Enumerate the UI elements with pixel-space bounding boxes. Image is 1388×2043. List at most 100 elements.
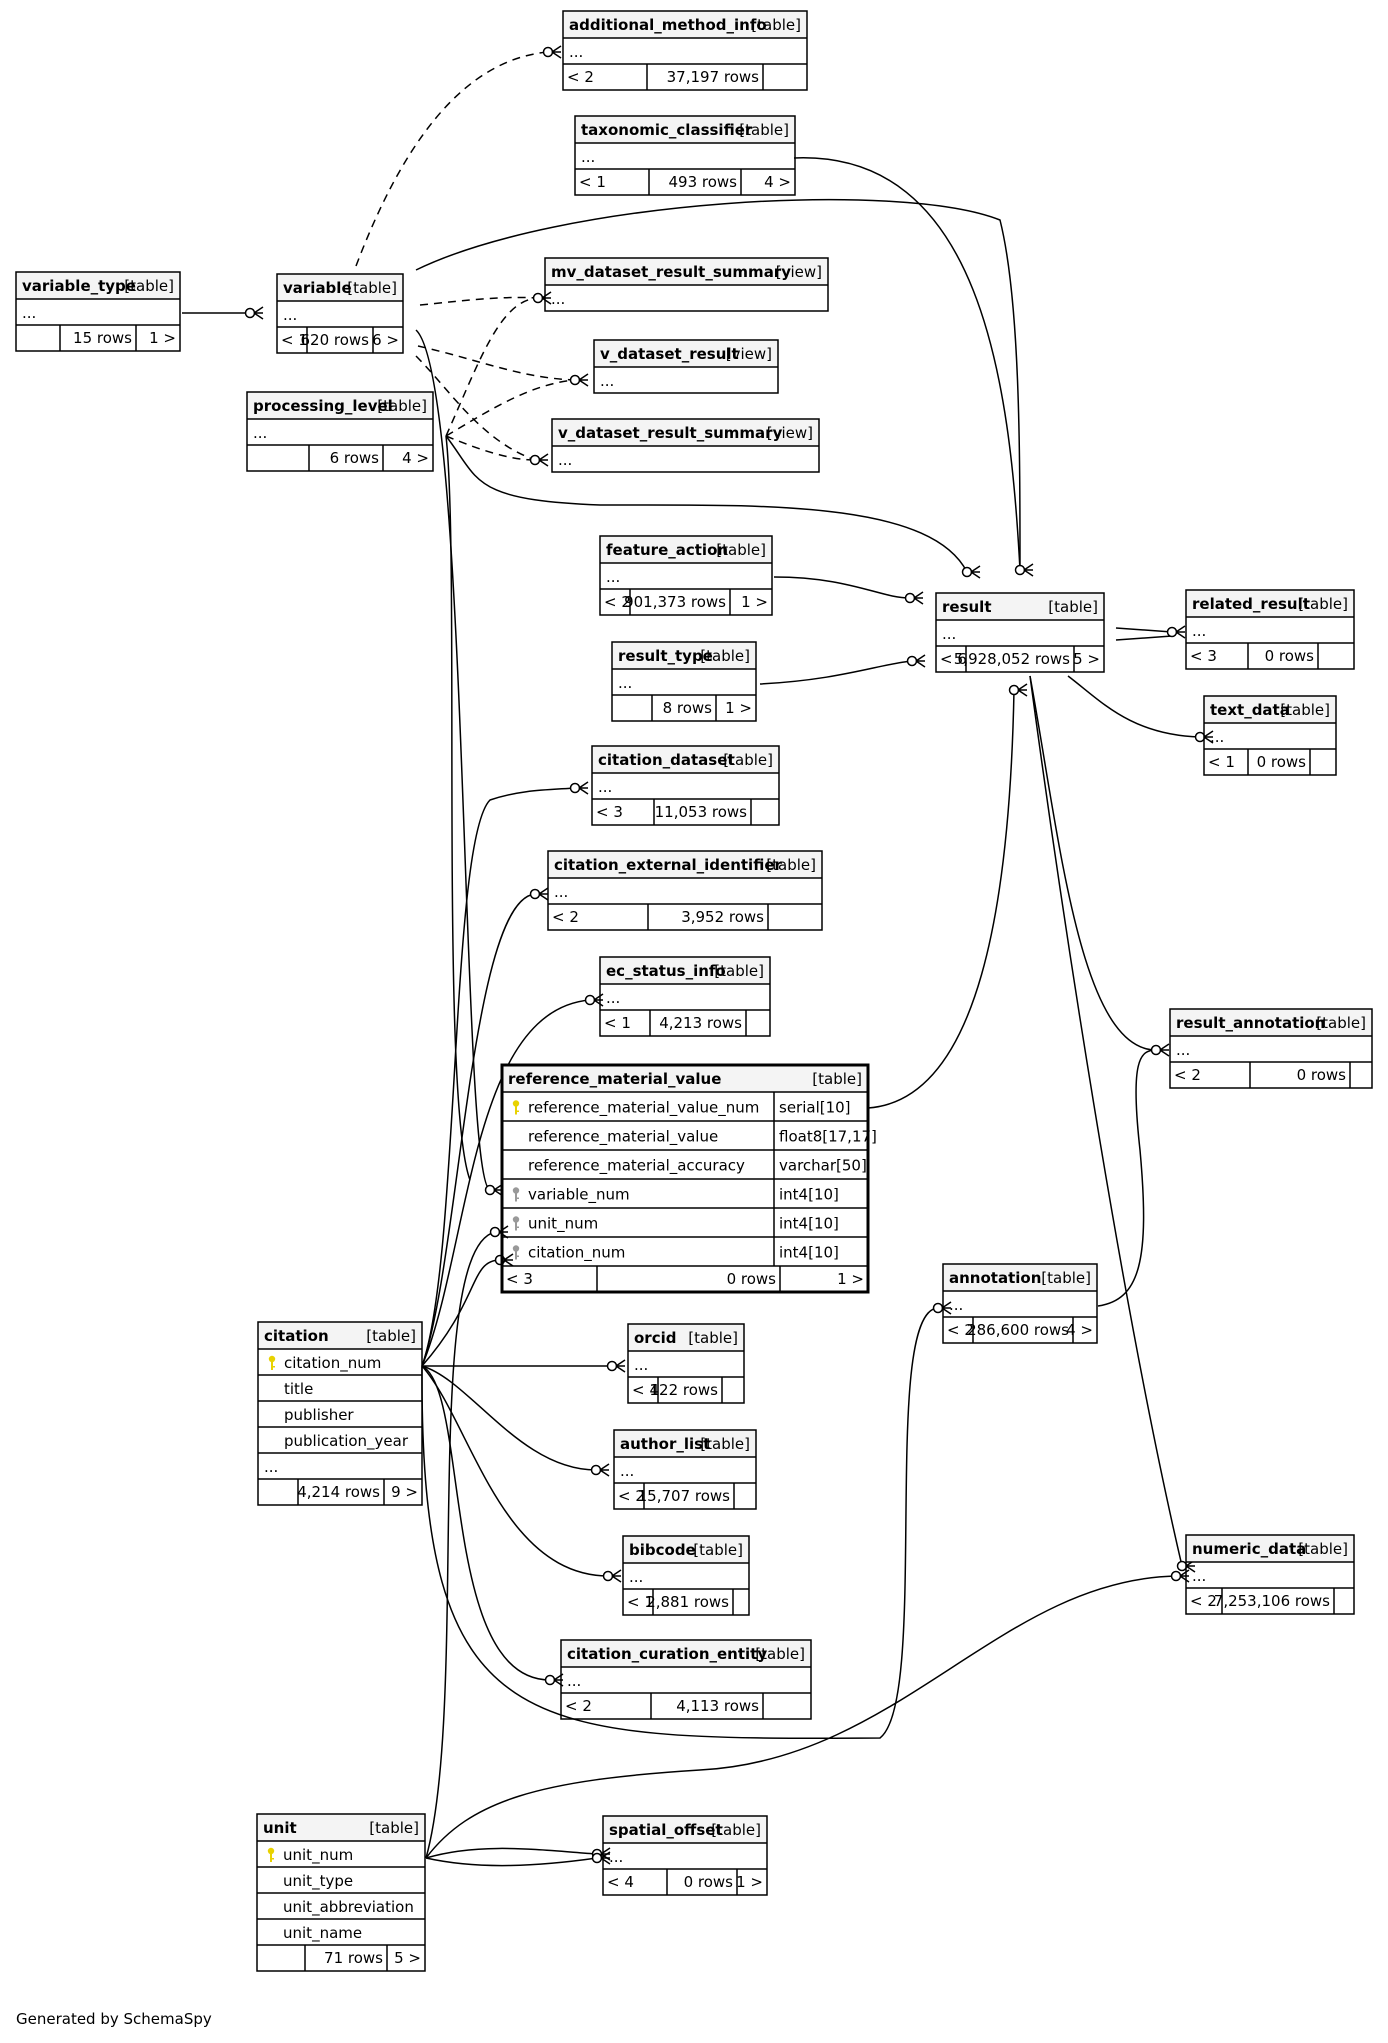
column-ellipsis: ... — [581, 148, 595, 166]
table-kind-label: [table] — [377, 397, 427, 415]
parents-count[interactable]: < 6 — [940, 650, 967, 668]
edge-unit-spatial-offset-1 — [425, 1847, 598, 1859]
primary-key-icon — [512, 1100, 520, 1115]
children-count[interactable]: 4 > — [1066, 1321, 1093, 1339]
table-name: v_dataset_result — [600, 345, 739, 363]
table-kind-label: [table] — [369, 1819, 419, 1837]
parents-count[interactable]: < 2 — [567, 68, 594, 86]
column-ellipsis: ... — [558, 451, 572, 469]
table-citation[interactable]: citation[table]citation_numtitlepublishe… — [257, 1321, 423, 1506]
edge-end-marker — [602, 1569, 622, 1583]
edge-result-type-result — [759, 660, 913, 685]
children-count[interactable]: 1 > — [741, 593, 768, 611]
parents-count[interactable]: < 2 — [1174, 1066, 1201, 1084]
row-count: 4,113 rows — [676, 1697, 759, 1715]
parents-count[interactable]: < 2 — [604, 593, 631, 611]
table-kind-label: [table] — [1280, 701, 1330, 719]
parents-count[interactable]: < 2 — [1190, 1592, 1217, 1610]
table-citation-external-identifier[interactable]: citation_external_identifier[table]...< … — [547, 850, 823, 931]
table-bibcode[interactable]: bibcode[table]...< 12,881 rows — [622, 1535, 750, 1616]
table-name: feature_action — [606, 541, 728, 559]
table-unit[interactable]: unit[table]unit_numunit_typeunit_abbrevi… — [256, 1813, 426, 1972]
children-count[interactable]: 1 > — [149, 329, 176, 347]
edge-result-numeric-data — [1029, 675, 1183, 1567]
table-mv-dataset-result-summary[interactable]: mv_dataset_result_summary[view]... — [544, 257, 829, 312]
parents-count[interactable]: < 4 — [607, 1873, 634, 1891]
row-count: 0 rows — [1265, 647, 1315, 665]
children-count[interactable]: 9 > — [391, 1483, 418, 1501]
column-type: float8[17,17] — [779, 1128, 877, 1146]
children-count[interactable]: 5 > — [394, 1949, 421, 1967]
children-count[interactable]: 1 > — [725, 699, 752, 717]
parents-count[interactable]: < 2 — [552, 908, 579, 926]
row-count: 6 rows — [330, 449, 380, 467]
parents-count[interactable]: < 2 — [565, 1697, 592, 1715]
table-name: text_data — [1210, 701, 1290, 719]
table-numeric-data[interactable]: numeric_data[table]...< 27,253,106 rows — [1185, 1534, 1355, 1615]
parents-count[interactable]: < 1 — [281, 331, 308, 349]
edge-end-marker — [1008, 683, 1028, 697]
parents-count[interactable]: < 1 — [632, 1381, 659, 1399]
parents-count[interactable]: < 3 — [596, 803, 623, 821]
children-count[interactable]: 6 > — [372, 331, 399, 349]
row-count: 901,373 rows — [624, 593, 726, 611]
parents-count[interactable]: < 1 — [627, 1593, 654, 1611]
row-count: 71 rows — [324, 1949, 383, 1967]
column-name: unit_num — [528, 1215, 598, 1234]
foreign-key-icon — [512, 1216, 520, 1231]
table-kind-label: [table] — [1298, 595, 1348, 613]
parents-count[interactable]: < 3 — [506, 1270, 533, 1288]
parents-count[interactable]: < 2 — [947, 1321, 974, 1339]
children-count[interactable]: 1 > — [837, 1270, 864, 1288]
table-name: citation_curation_entity — [567, 1645, 767, 1663]
children-count[interactable]: 5 > — [1073, 650, 1100, 668]
children-count[interactable]: 1 > — [736, 1873, 763, 1891]
column-ellipsis: ... — [629, 1568, 643, 1586]
edge-end-marker — [494, 1253, 514, 1267]
table-name: reference_material_value — [508, 1070, 721, 1088]
primary-key-icon — [268, 1355, 276, 1370]
column-ellipsis: ... — [618, 674, 632, 692]
row-count: 4,213 rows — [659, 1014, 742, 1032]
parents-count[interactable]: < 1 — [1208, 753, 1235, 771]
parents-count[interactable]: < 2 — [618, 1487, 645, 1505]
table-kind-label: [table] — [766, 856, 816, 874]
table-kind-label: [table] — [688, 1329, 738, 1347]
parents-count[interactable]: < 1 — [579, 173, 606, 191]
table-author-list[interactable]: author_list[table]...< 215,707 rows — [613, 1429, 757, 1510]
edge-end-marker — [1166, 625, 1186, 639]
edge-end-marker — [1176, 1559, 1196, 1573]
row-count: 0 rows — [684, 1873, 734, 1891]
parents-count[interactable]: < 3 — [1190, 647, 1217, 665]
children-count[interactable]: 4 > — [402, 449, 429, 467]
table-reference-material-value[interactable]: reference_material_value[table]reference… — [500, 1063, 877, 1294]
parents-count[interactable]: < 1 — [604, 1014, 631, 1032]
column-name: ... — [600, 372, 614, 390]
table-v-dataset-result-summary[interactable]: v_dataset_result_summary[view]... — [551, 418, 820, 473]
column-row: publisher — [284, 1406, 354, 1424]
edge-annotation-result-annotation — [1097, 1049, 1157, 1307]
column-name: ... — [569, 43, 583, 61]
table-kind-label: [view] — [776, 263, 822, 281]
table-v-dataset-result[interactable]: v_dataset_result[view]... — [593, 339, 779, 394]
children-count[interactable]: 4 > — [764, 173, 791, 191]
